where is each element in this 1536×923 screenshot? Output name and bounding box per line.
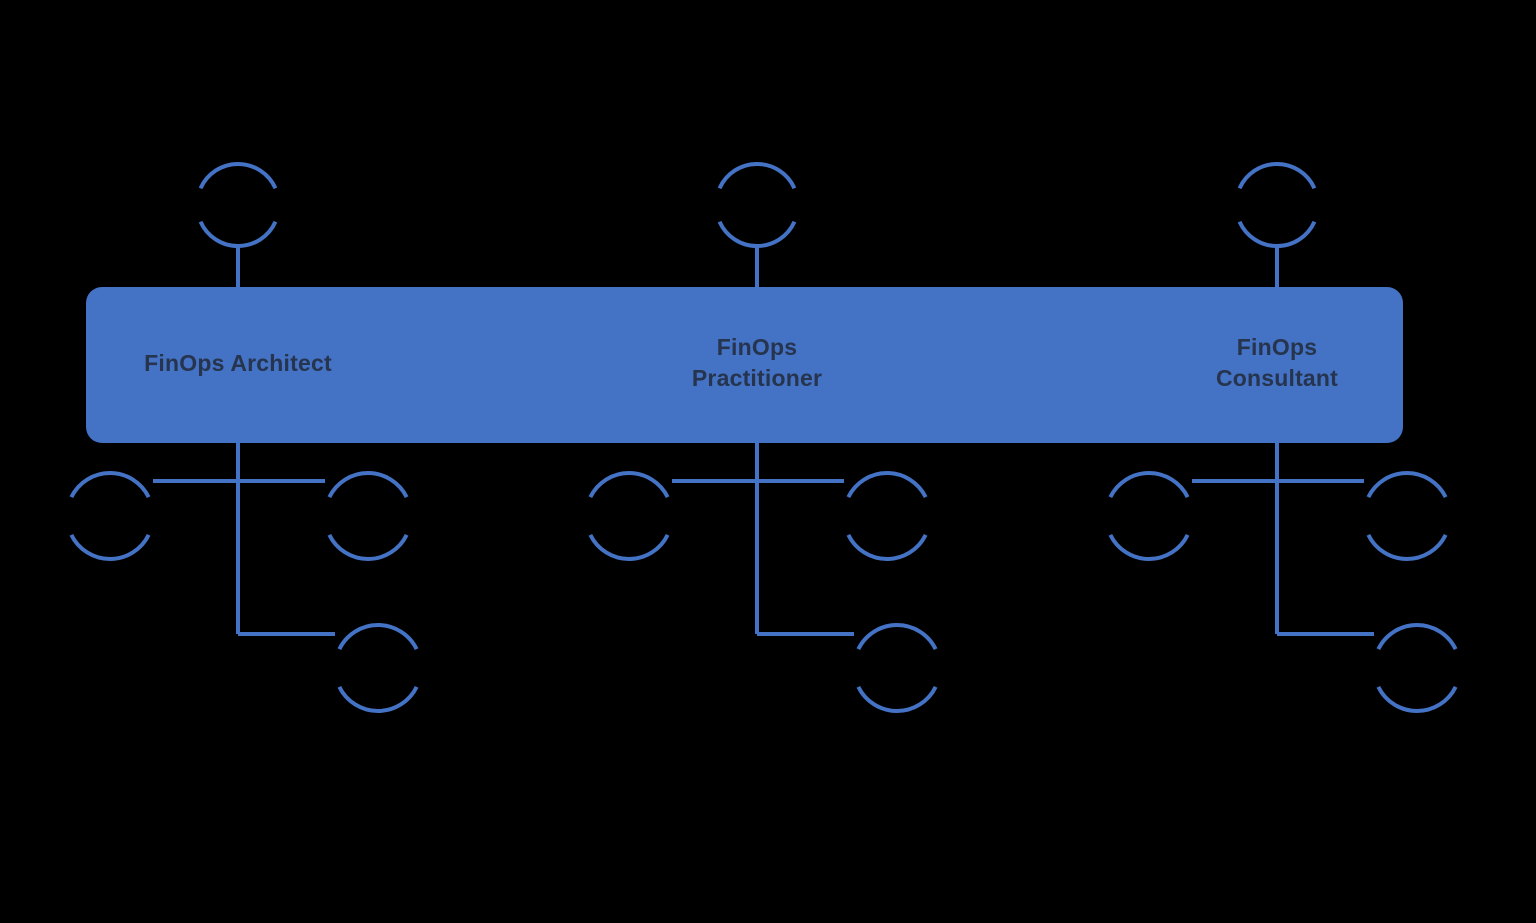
leaf-node-circle-right-finops-architect-1 (337, 623, 419, 651)
connector-line-layer (153, 246, 1374, 636)
roles-banner (86, 287, 1403, 443)
top-node-circle-finops-consultant (1237, 220, 1317, 249)
top-node-circle-finops-practitioner (717, 220, 797, 249)
leaf-node-circle-left-finops-practitioner-0 (588, 533, 670, 561)
leaf-node-circle-left-finops-architect-0 (69, 471, 151, 499)
leaf-node-circle-right-finops-consultant-0 (1366, 471, 1448, 499)
leaf-node-circle-left-finops-consultant-0 (1108, 471, 1190, 499)
leaf-node-circle-right-finops-practitioner-1 (856, 685, 938, 713)
leaf-node-circle-right-finops-architect-1 (337, 685, 419, 713)
leaf-node-circle-right-finops-practitioner-0 (846, 533, 928, 561)
top-node-circle-finops-consultant (1237, 161, 1317, 190)
top-node-circle-finops-practitioner (717, 161, 797, 190)
node-circle-layer (69, 161, 1458, 713)
leaf-node-circle-left-finops-architect-0 (69, 533, 151, 561)
leaf-node-circle-right-finops-consultant-0 (1366, 533, 1448, 561)
leaf-node-circle-right-finops-architect-0 (327, 471, 409, 499)
leaf-node-circle-left-finops-practitioner-0 (588, 471, 670, 499)
leaf-node-circle-right-finops-architect-0 (327, 533, 409, 561)
leaf-node-circle-right-finops-practitioner-1 (856, 623, 938, 651)
leaf-node-circle-right-finops-consultant-1 (1376, 623, 1458, 651)
leaf-node-circle-left-finops-consultant-0 (1108, 533, 1190, 561)
top-node-circle-finops-architect (198, 220, 278, 249)
top-node-circle-finops-architect (198, 161, 278, 190)
leaf-node-circle-right-finops-practitioner-0 (846, 471, 928, 499)
leaf-node-circle-right-finops-consultant-1 (1376, 685, 1458, 713)
